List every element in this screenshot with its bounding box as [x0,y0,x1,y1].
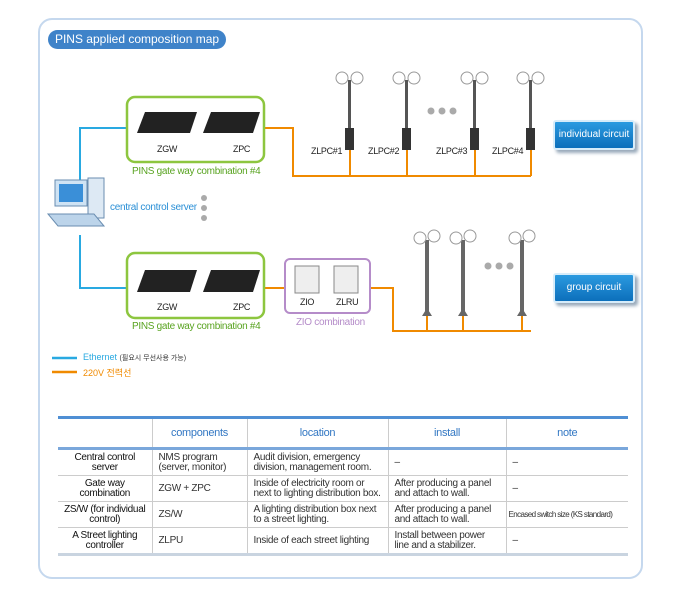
zlru-label: ZLRU [336,297,359,307]
gateway-caption-bottom: PINS gate way combination #4 [132,321,261,332]
controller-label: ZLPC#3 [436,146,468,156]
ethernet-line-top [79,127,137,180]
table-cell: ZLPU [151,527,247,556]
legend-power: 220V 전력선 [83,368,132,378]
table-cell: – [505,448,628,476]
table-header: components location install note [58,416,628,450]
table-cell: ZS/W [151,501,247,528]
table-cell: ZGW + ZPC [151,475,247,502]
header-cell: install [387,416,506,450]
table-cell: – [505,475,628,502]
header-cell: location [246,416,388,450]
table-cell: – [387,448,506,476]
header-cell: note [505,416,628,450]
controller-label: ZLPC#1 [311,146,343,156]
zpc-device-icon [203,270,260,292]
table-cell: Install between power line and a stabili… [387,527,506,556]
power-line-top [262,127,531,177]
header-cell: components [151,416,247,450]
gateway-box-bottom [125,251,266,320]
street-lamps-bottom [413,229,536,316]
zpc-label: ZPC [233,302,251,312]
legend-ethernet-label: Ethernet [83,352,118,362]
power-line-group [368,287,531,332]
controller-label: ZLPC#4 [492,146,524,156]
ethernet-line-bottom [79,235,137,289]
row-label: Central control server [58,448,152,476]
header-cell [58,416,152,450]
zio-caption: ZIO combination [296,317,365,328]
legend-ethernet: Ethernet (필요시 무선사용 가능) [83,352,186,363]
more-lamps-dots-bottom [484,262,514,270]
table-cell: NMS program (server, monitor) [151,448,247,476]
individual-circuit-button[interactable]: individual circuit [553,120,635,150]
page-title: PINS applied composition map [48,30,226,49]
table-cell: – [505,527,628,556]
street-lamps-top [335,71,545,150]
row-label: A Street lighting controller [58,527,152,556]
table-cell: Encased switch size (KS standard) [505,501,628,528]
zpc-device-icon [203,112,260,133]
zgw-device-icon [137,112,197,133]
table-cell: After producing a panel and attach to wa… [387,501,506,528]
legend-ethernet-note: (필요시 무선사용 가능) [119,355,187,362]
server-label: central control server [110,202,197,213]
group-circuit-button[interactable]: group circuit [553,273,635,303]
controller-label: ZLPC#2 [368,146,400,156]
table-cell: Inside of each street lighting [246,527,388,556]
zio-device-icon [294,265,320,294]
components-table: components location install note Central… [58,416,628,556]
table-cell: Inside of electricity room or next to li… [246,475,388,502]
table-cell: After producing a panel and attach to wa… [387,475,506,502]
outer-frame [38,18,643,579]
zio-label: ZIO [300,297,315,307]
server-icon [46,177,106,227]
gateway-caption-top: PINS gate way combination #4 [132,166,261,177]
more-servers-dots [201,195,207,221]
row-label: ZS/W (for individual control) [58,501,152,528]
row-label: Gate way combination [58,475,152,502]
zgw-label: ZGW [157,144,178,154]
zgw-device-icon [137,270,197,292]
zpc-label: ZPC [233,144,251,154]
zlru-device-icon [333,265,359,294]
zgw-label: ZGW [157,302,178,312]
table-cell: A lighting distribution box next to a st… [246,501,388,528]
table-cell: Audit division, emergency division, mana… [246,448,388,476]
more-lamps-dots-top [427,107,457,115]
